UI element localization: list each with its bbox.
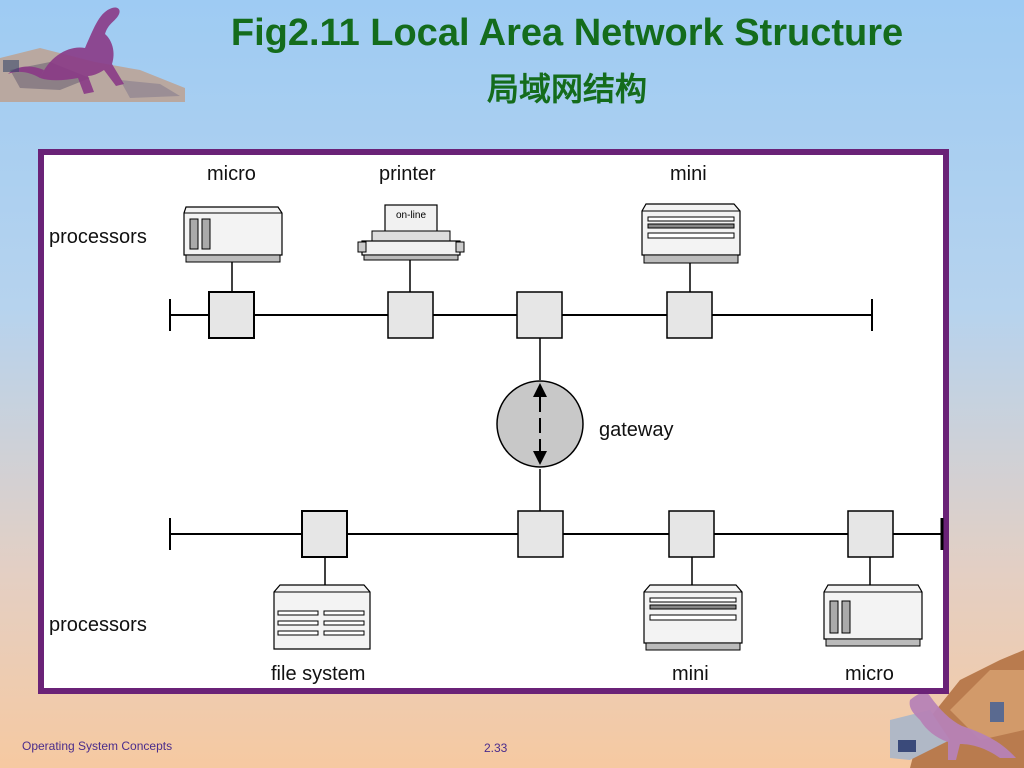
label-micro-bottom: micro (845, 663, 894, 685)
mini-computer-top-icon (641, 203, 741, 264)
node-mini-top (666, 291, 713, 339)
label-processors-top: processors (49, 226, 147, 248)
node-micro-top (208, 291, 255, 339)
label-mini-top: mini (670, 163, 707, 185)
label-mini-bottom: mini (672, 663, 709, 685)
node-gateway-top (516, 291, 563, 339)
node-micro-bottom (847, 510, 894, 558)
label-file-system: file system (271, 663, 366, 685)
label-gateway: gateway (599, 419, 674, 441)
label-printer: printer (379, 163, 436, 185)
micro-computer-bottom-icon (823, 584, 923, 647)
network-diagram: on-line (169, 203, 944, 651)
micro-computer-top-icon (183, 206, 283, 263)
printer-status-label: on-line (396, 210, 426, 221)
dinosaur-illustration-bottom (890, 650, 1024, 768)
footer-course-title: Operating System Concepts (22, 739, 173, 753)
diagram-canvas: on-line (44, 155, 944, 688)
page-subtitle: 局域网结构 (486, 70, 647, 108)
label-micro-top: micro (207, 163, 256, 185)
footer-page-number: 2.33 (484, 741, 508, 755)
node-gateway-bottom (517, 510, 564, 558)
page-title: Fig2.11 Local Area Network Structure (230, 12, 904, 54)
file-system-icon (273, 584, 371, 650)
dinosaur-illustration-top (0, 7, 185, 102)
diagram-frame: on-line (38, 149, 949, 694)
gateway-icon (496, 380, 584, 468)
label-processors-bottom: processors (49, 614, 147, 636)
node-printer (387, 291, 434, 339)
printer-icon: on-line (357, 204, 465, 261)
node-file-system (301, 510, 348, 558)
mini-computer-bottom-icon (643, 584, 743, 651)
node-mini-bottom (668, 510, 715, 558)
